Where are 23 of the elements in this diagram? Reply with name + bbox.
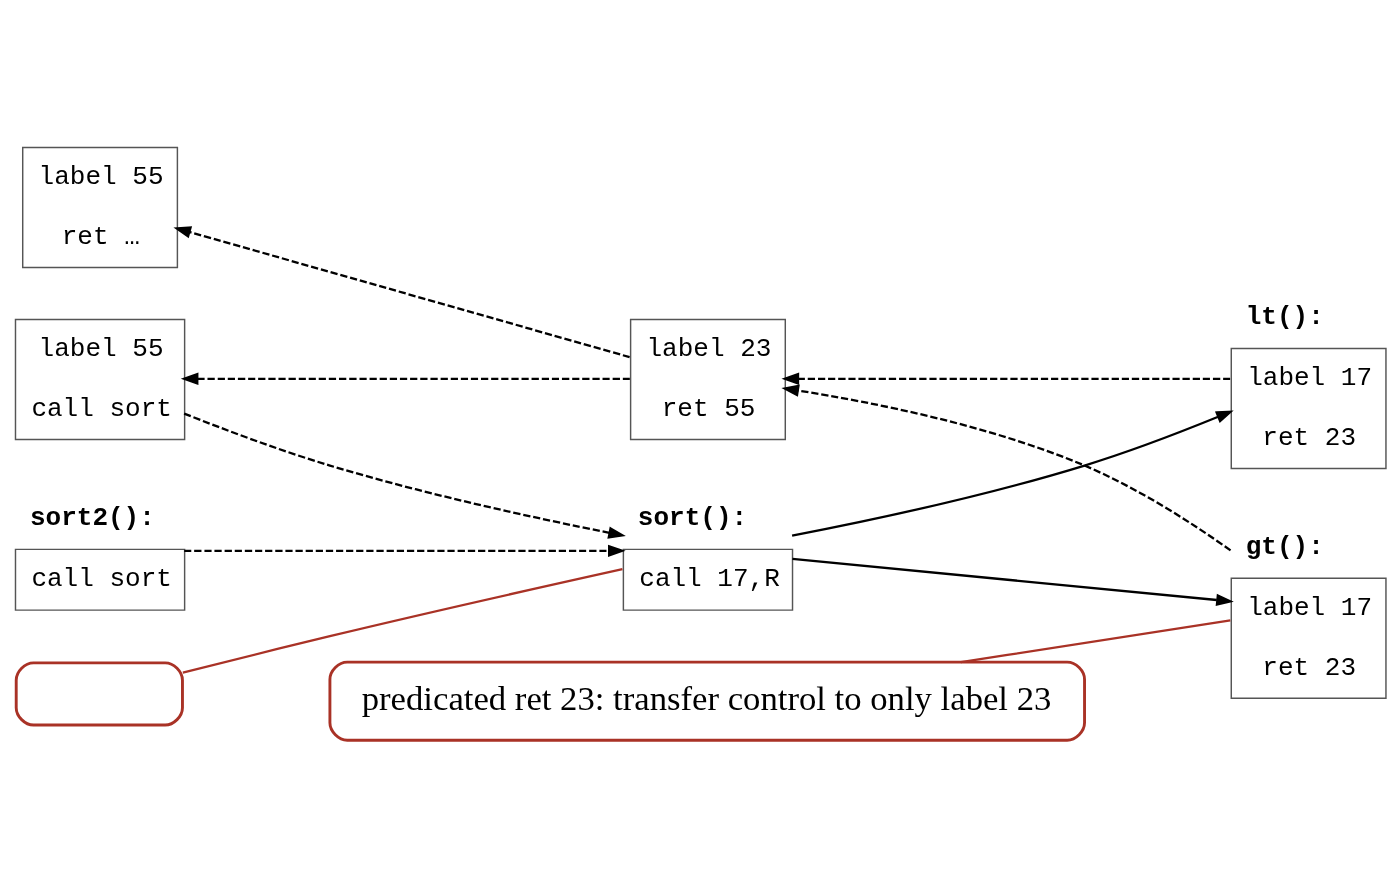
node-label: sort(): <box>637 502 748 533</box>
arrow <box>180 372 630 385</box>
arrow <box>173 225 630 358</box>
node-box: label 23 ret 55 <box>629 318 786 440</box>
node-box: call sort <box>14 548 186 611</box>
arrow <box>781 384 1232 551</box>
arrow <box>791 409 1234 537</box>
node-label: gt(): <box>1245 531 1324 562</box>
node-box: label 55 ret … <box>22 146 179 268</box>
node-box: label 17 ret 23 <box>1230 347 1387 469</box>
arrow <box>184 544 626 557</box>
connector <box>960 618 1231 663</box>
arrow <box>781 372 1231 385</box>
node-callout <box>14 660 184 726</box>
arrow <box>183 412 626 539</box>
node-box: label 17 ret 23 <box>1230 577 1387 699</box>
node-box: predicated ret 23: transfer control to only label 23 <box>328 660 1086 742</box>
arrow <box>792 557 1234 606</box>
node-box: call 17,R <box>622 548 794 611</box>
connector <box>182 567 623 674</box>
node-box: label 55 call sort <box>14 318 186 440</box>
node-label: lt(): <box>1245 301 1324 332</box>
node-label: sort2(): <box>29 502 155 533</box>
